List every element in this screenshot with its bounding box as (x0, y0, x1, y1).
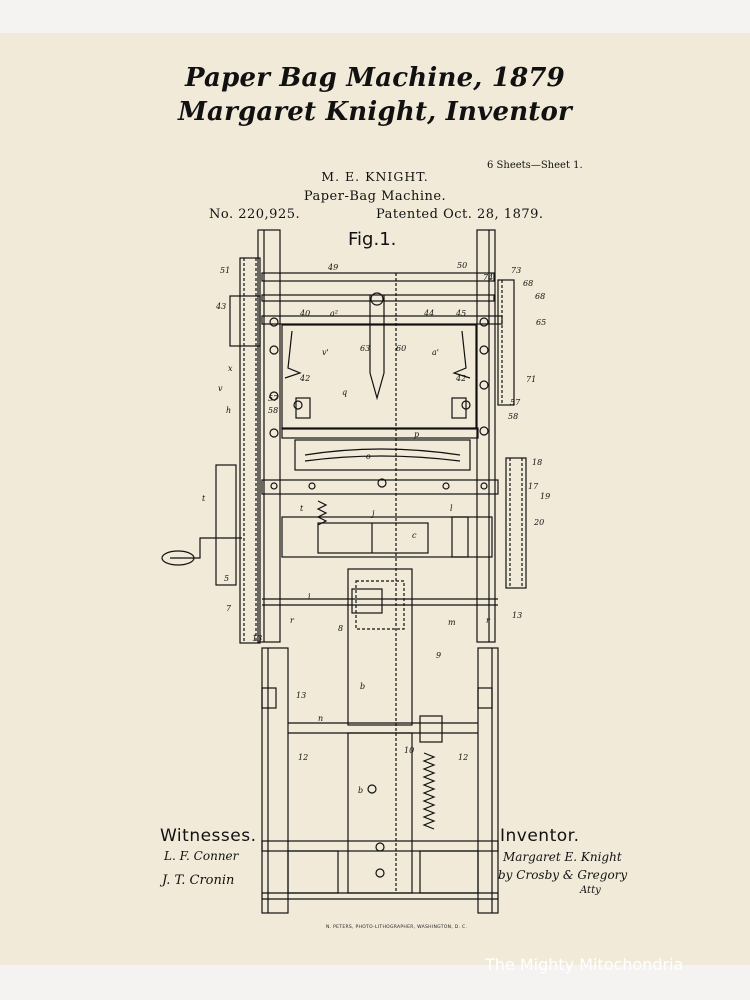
printer-credit: N. PETERS, PHOTO-LITHOGRAPHER, WASHINGTO… (326, 925, 468, 930)
svg-text:42: 42 (455, 374, 466, 383)
figure-label: Fig.1. (348, 229, 397, 250)
svg-text:o: o (366, 452, 371, 461)
witnesses-label: Witnesses. (160, 826, 257, 846)
svg-text:12: 12 (298, 753, 308, 762)
svg-text:b: b (358, 786, 363, 795)
witness-signature: L. F. Conner (164, 849, 239, 863)
svg-text:5: 5 (224, 574, 229, 583)
svg-text:n: n (318, 714, 323, 723)
svg-text:57: 57 (510, 398, 521, 407)
svg-text:58: 58 (508, 412, 518, 421)
svg-text:40: 40 (299, 309, 310, 318)
inventor-label: Inventor. (500, 826, 580, 846)
patent-date: Patented Oct. 28, 1879. (376, 207, 544, 222)
svg-text:18: 18 (532, 458, 542, 467)
svg-text:h: h (226, 406, 231, 415)
svg-text:65: 65 (536, 318, 546, 327)
attorney-signature: by Crosby & Gregory (498, 868, 628, 882)
svg-text:63: 63 (360, 344, 370, 353)
svg-text:44: 44 (423, 309, 434, 318)
svg-text:12: 12 (458, 753, 468, 762)
inventor-signature: Margaret E. Knight (503, 850, 622, 864)
svg-text:a²: a² (330, 309, 338, 318)
svg-text:71: 71 (526, 375, 536, 384)
svg-text:74: 74 (483, 273, 493, 282)
svg-text:17: 17 (528, 482, 539, 491)
svg-text:p: p (414, 430, 419, 439)
svg-text:x: x (228, 364, 233, 373)
witness-signature: J. T. Cronin (162, 873, 235, 888)
svg-text:8: 8 (338, 624, 343, 633)
svg-text:45: 45 (455, 309, 466, 318)
attorney-suffix: Atty (580, 885, 601, 896)
svg-text:q: q (342, 388, 347, 397)
svg-text:49: 49 (327, 263, 338, 272)
svg-text:42: 42 (299, 374, 310, 383)
svg-text:13: 13 (296, 691, 306, 700)
svg-text:13: 13 (512, 611, 522, 620)
svg-text:l: l (450, 504, 453, 513)
svg-text:58: 58 (268, 406, 278, 415)
svg-text:50: 50 (457, 261, 467, 270)
patent-poster: Paper Bag Machine, 1879 Margaret Knight,… (0, 33, 750, 974)
svg-text:j: j (370, 509, 375, 518)
patent-number: No. 220,925. (209, 207, 301, 222)
poster-subtitle: Margaret Knight, Inventor (178, 97, 572, 127)
svg-text:73: 73 (511, 266, 521, 275)
svg-text:68: 68 (523, 279, 533, 288)
svg-text:r: r (290, 616, 295, 625)
svg-text:60: 60 (396, 344, 406, 353)
svg-text:c: c (412, 531, 417, 540)
svg-text:13: 13 (252, 634, 262, 643)
sheet-number: 6 Sheets—Sheet 1. (487, 160, 583, 171)
watermark: The Mighty Mitochondria (485, 955, 684, 974)
svg-text:68: 68 (535, 292, 545, 301)
svg-text:t: t (300, 504, 304, 513)
svg-text:t: t (202, 494, 206, 503)
patent-machine-name: Paper-Bag Machine. (303, 189, 447, 204)
svg-text:57: 57 (268, 394, 279, 403)
svg-text:m: m (448, 618, 456, 627)
svg-text:43: 43 (215, 302, 226, 311)
svg-text:20: 20 (533, 518, 544, 527)
svg-text:7: 7 (226, 604, 232, 613)
svg-text:19: 19 (540, 492, 550, 501)
svg-text:v: v (218, 384, 223, 393)
svg-text:9: 9 (436, 651, 441, 660)
svg-text:b: b (360, 682, 365, 691)
svg-text:51: 51 (220, 266, 230, 275)
svg-text:r: r (486, 616, 491, 625)
patent-inventor-name: M. E. KNIGHT. (321, 169, 429, 184)
svg-text:i: i (308, 592, 311, 601)
poster-title: Paper Bag Machine, 1879 (185, 63, 565, 93)
svg-text:10: 10 (404, 746, 414, 755)
svg-text:a': a' (432, 348, 439, 357)
svg-text:v': v' (322, 348, 329, 357)
